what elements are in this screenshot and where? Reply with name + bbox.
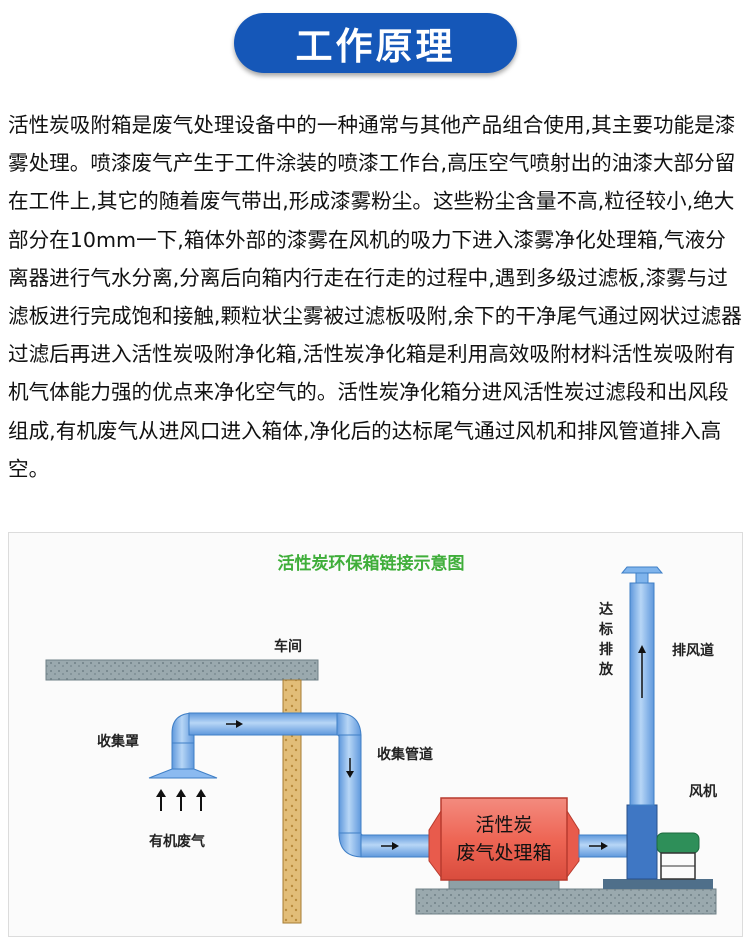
hood-neck bbox=[171, 742, 195, 770]
collection-hood bbox=[148, 768, 218, 779]
discharge-char-3: 排 bbox=[599, 641, 613, 658]
flow-arrows bbox=[226, 720, 399, 850]
duct-label: 收集管道 bbox=[377, 746, 433, 763]
stack-flow-arrow bbox=[638, 645, 646, 698]
carbon-box-label-line2: 废气处理箱 bbox=[456, 842, 551, 864]
carbon-box-label-line1: 活性炭 bbox=[475, 814, 532, 836]
fan-housing bbox=[626, 804, 658, 880]
gas-arrows bbox=[156, 789, 206, 811]
duct-elbow-right bbox=[336, 712, 362, 738]
workshop-wall bbox=[282, 679, 302, 924]
fan-platform bbox=[603, 879, 713, 889]
carbon-box bbox=[440, 797, 568, 881]
ground-slab bbox=[415, 888, 717, 915]
diagram-frame: 活性炭环保箱链接示意图 车间 收集罩 有机废气 收集管道 bbox=[8, 532, 743, 937]
description-paragraph: 活性炭吸附箱是废气处理设备中的一种通常与其他产品组合使用,其主要功能是漆雾处理。… bbox=[8, 113, 742, 481]
stack-cap bbox=[620, 566, 664, 574]
system-diagram: 活性炭环保箱链接示意图 车间 收集罩 有机废气 收集管道 bbox=[45, 553, 717, 924]
flow-arrow-outlet bbox=[589, 842, 608, 850]
discharge-char-4: 放 bbox=[598, 661, 614, 678]
section-title-pill: 工作原理 bbox=[234, 13, 517, 73]
diagram-title: 活性炭环保箱链接示意图 bbox=[278, 553, 465, 574]
workshop-label: 车间 bbox=[274, 638, 302, 655]
discharge-char-2: 标 bbox=[598, 621, 613, 638]
exhaust-duct-label: 排风道 bbox=[672, 642, 714, 659]
workshop-ceiling bbox=[45, 659, 319, 681]
hood-label: 收集罩 bbox=[97, 733, 139, 750]
organic-gas-label: 有机废气 bbox=[149, 833, 205, 850]
duct-top-horizontal bbox=[188, 712, 340, 736]
discharge-char-1: 达 bbox=[599, 601, 613, 618]
box-outlet-cone bbox=[566, 809, 580, 879]
section-title: 工作原理 bbox=[295, 25, 456, 68]
stack-cap-post bbox=[635, 572, 649, 584]
duct-elbow-bottom bbox=[338, 832, 364, 858]
fan-label: 风机 bbox=[689, 783, 717, 800]
duct-vertical bbox=[338, 734, 362, 836]
fan-motor bbox=[656, 832, 700, 854]
box-inlet-cone bbox=[428, 809, 442, 879]
